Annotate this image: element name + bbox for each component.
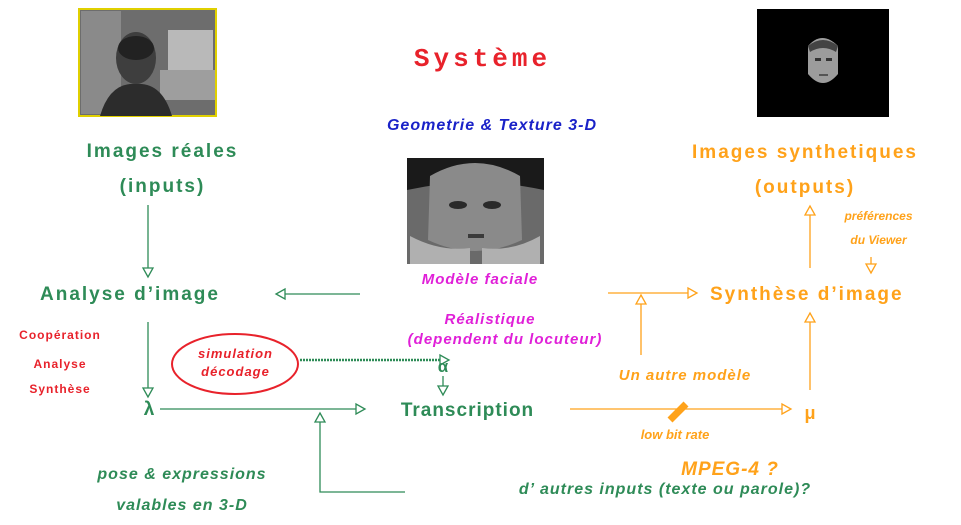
- autre-modele-label: Un autre modèle: [618, 367, 752, 384]
- arrow-other-inputs-to-transcription: [319, 422, 405, 493]
- synthetic-images-label: Images synthetiques: [692, 142, 918, 163]
- arrowhead-autre-modele: [634, 293, 648, 305]
- arrowhead-lambda: [141, 387, 155, 399]
- analyse-sub-label: Analyse: [33, 357, 87, 371]
- arrowhead-transcription: [355, 402, 367, 416]
- geometry-texture-label: Geometrie & Texture 3-D: [386, 117, 597, 134]
- other-inputs-label: d’ autres inputs (texte ou parole)?: [518, 481, 812, 498]
- synthese-sub-label: Synthèse: [29, 382, 91, 396]
- valables-3d-label: valables en 3-D: [116, 497, 248, 514]
- realistic-subtitle: (dependent du locuteur): [407, 331, 603, 348]
- arrowhead-outputs: [803, 204, 817, 216]
- analyse-image-label: Analyse d’image: [40, 284, 220, 305]
- arrowhead-analyse: [141, 267, 155, 279]
- arrowhead-mu-up: [803, 311, 817, 323]
- pose-expressions-label: pose & expressions: [97, 466, 267, 483]
- arrowhead-alpha: [439, 353, 451, 367]
- arrowhead-mu: [781, 402, 793, 416]
- decodage-label: décodage: [201, 364, 270, 379]
- model-label: Modèle faciale: [421, 271, 539, 288]
- mu-symbol: μ: [804, 403, 816, 423]
- simulation-label: simulation: [197, 346, 273, 361]
- realistic-label: Réalistique: [444, 311, 536, 328]
- synthese-image-label: Synthèse d’image: [710, 284, 904, 305]
- arrowhead-other-inputs: [313, 411, 327, 423]
- alpha-symbol: α: [437, 357, 449, 376]
- simulation-ellipse: [171, 333, 299, 395]
- arrowhead-alpha-down: [436, 385, 450, 397]
- face-texture-map: [407, 158, 544, 264]
- input-photo: [78, 8, 217, 117]
- arrowhead-pref: [864, 263, 878, 275]
- low-bit-rate-marker: [667, 401, 689, 423]
- cooperation-label: Coopération: [19, 328, 101, 342]
- preferences-label: préférences: [844, 209, 913, 223]
- transcription-label: Transcription: [400, 400, 535, 421]
- real-images-label: Images réales: [86, 141, 239, 162]
- lambda-symbol: λ: [143, 399, 155, 420]
- low-bit-rate-label: low bit rate: [640, 427, 710, 442]
- output-synthetic-face: [757, 9, 889, 117]
- inputs-label: (inputs): [119, 176, 206, 197]
- title: Système: [413, 44, 552, 74]
- arrowhead-synthese: [687, 286, 699, 300]
- outputs-label: (outputs): [754, 177, 856, 198]
- arrowhead-model-analyse: [274, 287, 286, 301]
- mpeg4-label: MPEG-4 ?: [681, 459, 779, 480]
- viewer-label: du Viewer: [850, 233, 907, 247]
